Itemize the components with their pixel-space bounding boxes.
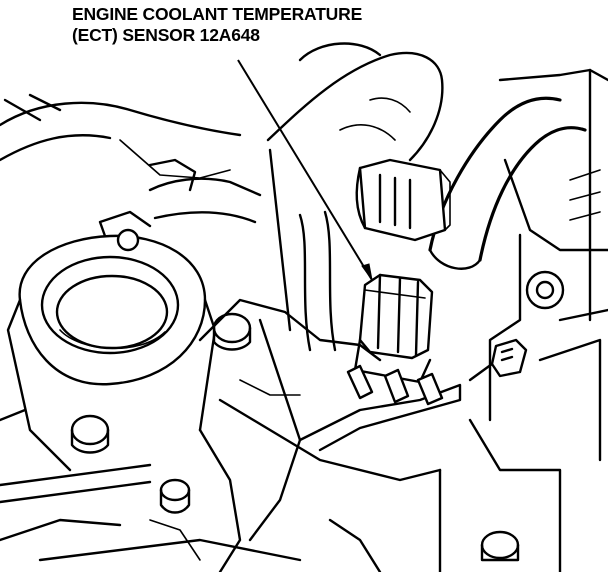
- ect-sensor-callout-label: ENGINE COOLANT TEMPERATURE (ECT) SENSOR …: [72, 4, 362, 46]
- callout-leader: [237, 59, 373, 281]
- coolant-hose: [428, 96, 587, 270]
- bolt-bottom-left: [159, 478, 191, 514]
- upper-left-bracket: [0, 93, 262, 224]
- thermostat-housing: [6, 210, 217, 472]
- bolt-right: [525, 270, 565, 310]
- ect-sensor: [346, 273, 444, 406]
- mounting-bracket: [198, 298, 462, 542]
- hand-outline: [266, 42, 444, 162]
- mounting-bolts: [70, 270, 565, 562]
- lower-left-structure: [0, 408, 382, 572]
- wiring-connector-upper: [355, 158, 451, 242]
- bolt-left: [70, 414, 110, 454]
- callout-line-1: ENGINE COOLANT TEMPERATURE: [72, 4, 363, 24]
- bolt-bottom-right: [480, 530, 520, 562]
- callout-line-2: (ECT) SENSOR 12A648: [72, 25, 260, 45]
- bolt-center: [212, 312, 252, 351]
- pipes: [0, 148, 442, 562]
- engine-block-right: [438, 68, 608, 572]
- harness-plug-right: [468, 338, 528, 382]
